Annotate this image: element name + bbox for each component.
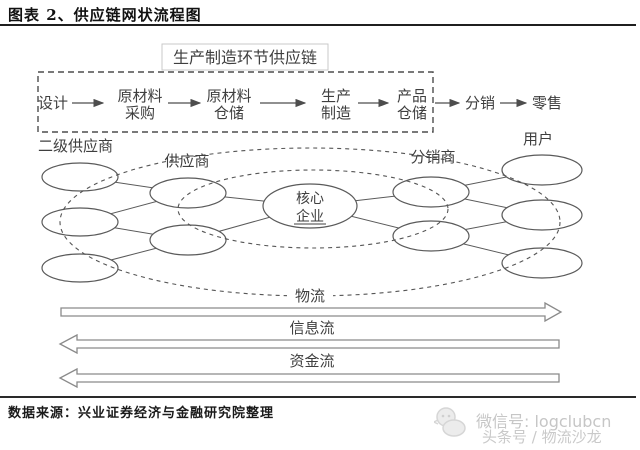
tier2-suppliers-label: 二级供应商 bbox=[38, 137, 113, 155]
core-enterprise-label-l1: 核心 bbox=[296, 191, 324, 207]
supply-network: 二级供应商 供应商 分销商 用户 核心 企业 物流 bbox=[38, 130, 583, 305]
supply-chain-diagram: 生产制造环节供应链 设计 原材料 采购 原材料 仓储 生产 制造 产品 仓储 分… bbox=[37, 43, 583, 389]
distributors-label: 分销商 bbox=[410, 148, 455, 166]
manufacturing-scope-dashed-box bbox=[37, 71, 434, 133]
core-enterprise-node bbox=[262, 183, 358, 229]
chain-label: 生产制造环节供应链 bbox=[173, 48, 317, 67]
logistics-label: 物流 bbox=[295, 287, 325, 305]
tier2-supplier-node bbox=[41, 207, 119, 237]
watermark: 微信号: logclubcn 头条号 / 物流沙龙 bbox=[432, 402, 632, 446]
users-label: 用户 bbox=[523, 130, 553, 148]
step-manufacturing-l1: 生产 bbox=[321, 87, 351, 105]
user-node bbox=[501, 199, 583, 231]
step-distribution: 分销 bbox=[465, 94, 495, 112]
step-rawmat-purchase-l1: 原材料 bbox=[117, 87, 162, 105]
footer-divider bbox=[0, 396, 636, 398]
toutiao-id: 头条号 / 物流沙龙 bbox=[482, 428, 602, 446]
title-divider bbox=[0, 24, 636, 26]
wechat-id: 微信号: logclubcn bbox=[476, 412, 612, 431]
figure-title: 图表 2、供应链网状流程图 bbox=[8, 6, 202, 24]
core-enterprise-label-l2: 企业 bbox=[296, 208, 324, 225]
inner-dashed-boundary bbox=[177, 169, 449, 249]
information-left-arrow-icon bbox=[58, 333, 560, 355]
data-source: 数据来源：兴业证券经济与金融研究院整理 bbox=[8, 406, 275, 421]
capital-left-arrow-icon bbox=[58, 367, 560, 389]
tier2-supplier-node bbox=[41, 253, 119, 283]
logistics-label-bg bbox=[287, 288, 333, 304]
user-node bbox=[501, 247, 583, 279]
chain-label-box bbox=[161, 43, 329, 71]
distributor-node bbox=[392, 220, 470, 252]
supplier-node bbox=[149, 224, 227, 256]
step-product-storage-l2: 仓储 bbox=[397, 104, 427, 122]
step-design: 设计 bbox=[38, 94, 68, 112]
step-product-storage-l1: 产品 bbox=[397, 87, 427, 105]
step-rawmat-storage-l1: 原材料 bbox=[206, 87, 251, 105]
bottom-flows: 信息流 资金流 bbox=[58, 301, 563, 389]
step-retail: 零售 bbox=[532, 94, 562, 112]
logistics-right-arrow-icon bbox=[60, 301, 563, 323]
step-rawmat-storage-l2: 仓储 bbox=[214, 104, 244, 122]
production-chain: 生产制造环节供应链 设计 原材料 采购 原材料 仓储 生产 制造 产品 仓储 分… bbox=[37, 43, 562, 133]
information-flow-label: 信息流 bbox=[289, 319, 334, 337]
distributor-node bbox=[392, 176, 470, 208]
mascot-icon bbox=[434, 407, 466, 437]
user-node bbox=[501, 154, 583, 186]
supplier-node bbox=[149, 177, 227, 209]
step-rawmat-purchase-l2: 采购 bbox=[125, 104, 155, 122]
suppliers-label: 供应商 bbox=[164, 152, 209, 170]
step-manufacturing-l2: 制造 bbox=[321, 104, 351, 122]
capital-flow-label: 资金流 bbox=[289, 352, 334, 370]
tier2-supplier-node bbox=[41, 162, 119, 192]
